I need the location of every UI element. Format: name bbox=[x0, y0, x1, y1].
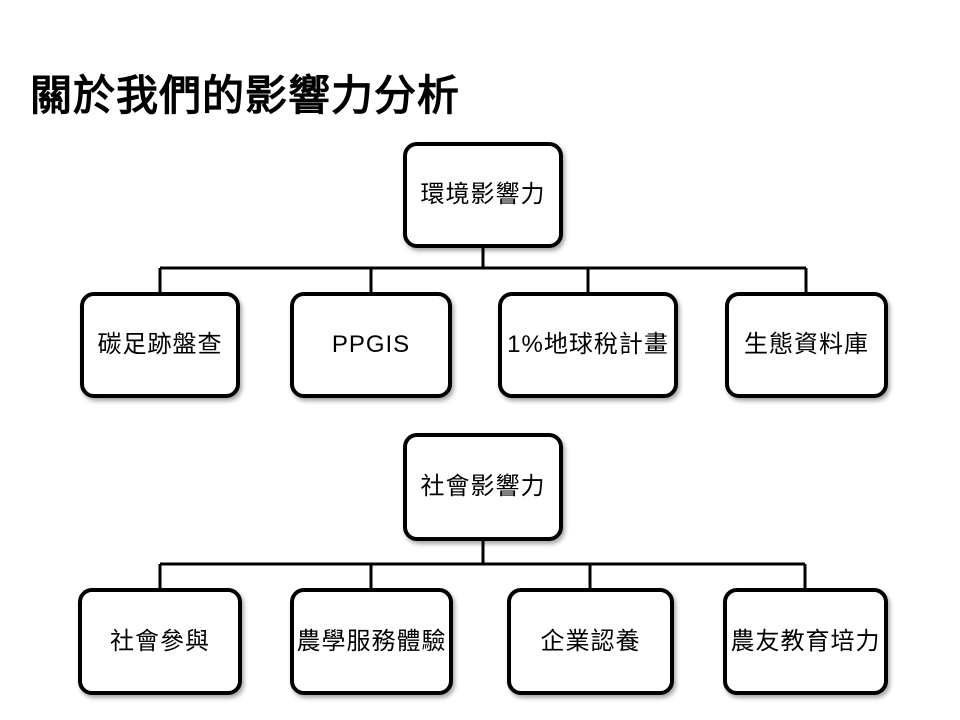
node-label: 1%地球稅計畫 bbox=[507, 331, 669, 358]
node-label: 農學服務體驗 bbox=[296, 627, 447, 655]
node-social-participation: 社會參與 bbox=[78, 588, 242, 695]
node-corporate-adoption: 企業認養 bbox=[507, 588, 674, 695]
node-label: 生態資料庫 bbox=[744, 331, 869, 358]
node-carbon-footprint: 碳足跡盤查 bbox=[80, 292, 240, 398]
node-agri-service-experience: 農學服務體驗 bbox=[290, 588, 453, 695]
node-label: 社會參與 bbox=[110, 627, 210, 655]
tree2-connector bbox=[158, 537, 807, 592]
slide-title: 關於我們的影響力分析 bbox=[30, 72, 461, 120]
tree1-connector bbox=[158, 244, 808, 296]
node-label: 農友教育培力 bbox=[730, 627, 881, 655]
node-label: 碳足跡盤查 bbox=[97, 331, 223, 358]
node-label: 環境影響力 bbox=[420, 181, 546, 208]
node-label: PPGIS bbox=[331, 331, 411, 358]
node-environment-impact: 環境影響力 bbox=[403, 142, 563, 248]
node-ppgis: PPGIS bbox=[290, 292, 452, 398]
node-social-impact: 社會影響力 bbox=[403, 433, 563, 541]
node-label: 企業認養 bbox=[540, 627, 641, 655]
node-label: 社會影響力 bbox=[420, 473, 546, 500]
node-farmer-education-empowerment: 農友教育培力 bbox=[723, 588, 888, 695]
node-earth-tax-plan: 1%地球稅計畫 bbox=[498, 292, 678, 398]
node-eco-database: 生態資料庫 bbox=[725, 292, 888, 398]
